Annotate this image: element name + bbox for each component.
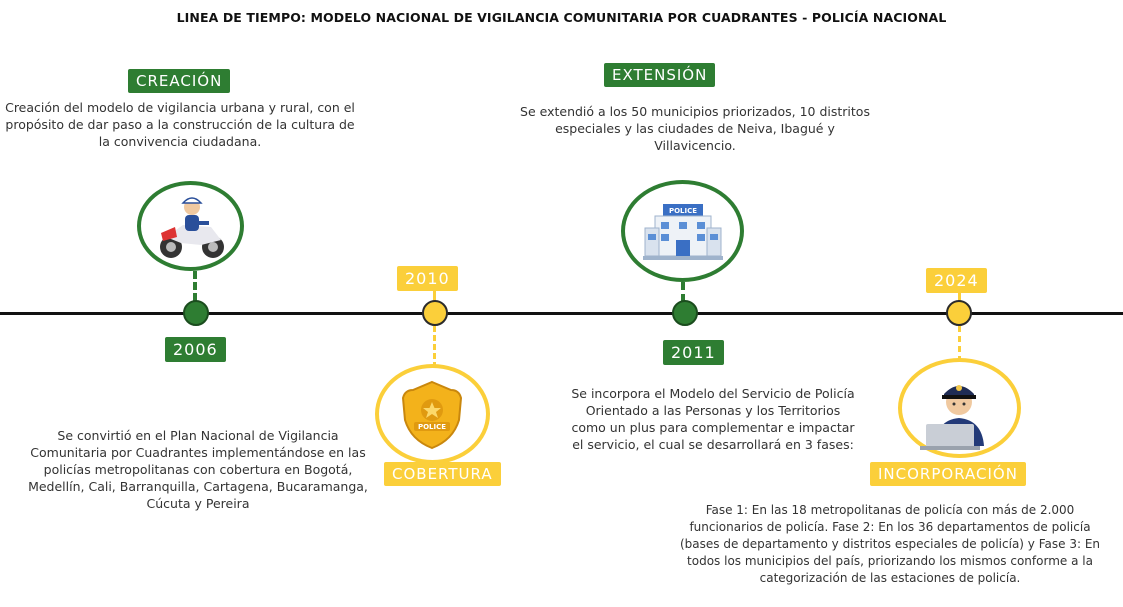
connector-2011 [681, 282, 685, 302]
extension-illustration: POLICE [621, 180, 744, 282]
creacion-illustration [137, 181, 244, 271]
timeline-axis [0, 312, 1123, 315]
connector-2006 [193, 271, 197, 301]
connector-2010-top [433, 290, 436, 302]
timeline-point-2006 [183, 300, 209, 326]
label-extension: EXTENSIÓN [604, 63, 716, 87]
desc-cobertura: Se convirtió en el Plan Nacional de Vigi… [28, 428, 368, 511]
label-incorporacion: INCORPORACIÓN [870, 462, 1026, 486]
year-2024: 2024 [926, 268, 987, 293]
connector-2024-top [958, 292, 961, 302]
timeline-point-2011 [672, 300, 698, 326]
police-motorcycle-icon [160, 197, 224, 258]
year-2011: 2011 [663, 340, 724, 365]
desc-incorporacion: Se incorpora el Modelo del Servicio de P… [571, 386, 855, 452]
desc-extension: Se extendió a los 50 municipios prioriza… [520, 104, 870, 153]
police-badge-icon: POLICE [401, 380, 463, 450]
year-2006: 2006 [165, 337, 226, 362]
timeline-point-2010 [422, 300, 448, 326]
svg-text:POLICE: POLICE [669, 207, 697, 215]
label-cobertura: COBERTURA [384, 462, 501, 486]
cobertura-illustration: POLICE [375, 364, 490, 464]
connector-2024 [958, 326, 961, 362]
desc-creacion: Creación del modelo de vigilancia urbana… [5, 100, 355, 149]
incorporacion-illustration [898, 358, 1021, 458]
connector-2010 [433, 326, 436, 368]
label-creacion: CREACIÓN [128, 69, 231, 93]
page-title: LINEA DE TIEMPO: MODELO NACIONAL DE VIGI… [176, 10, 947, 25]
police-officer-laptop-icon [920, 385, 984, 450]
timeline-point-2024 [946, 300, 972, 326]
police-station-icon: POLICE [643, 204, 723, 260]
phases-incorporacion: Fase 1: En las 18 metropolitanas de poli… [680, 503, 1100, 585]
svg-text:POLICE: POLICE [418, 423, 446, 431]
year-2010: 2010 [397, 266, 458, 291]
